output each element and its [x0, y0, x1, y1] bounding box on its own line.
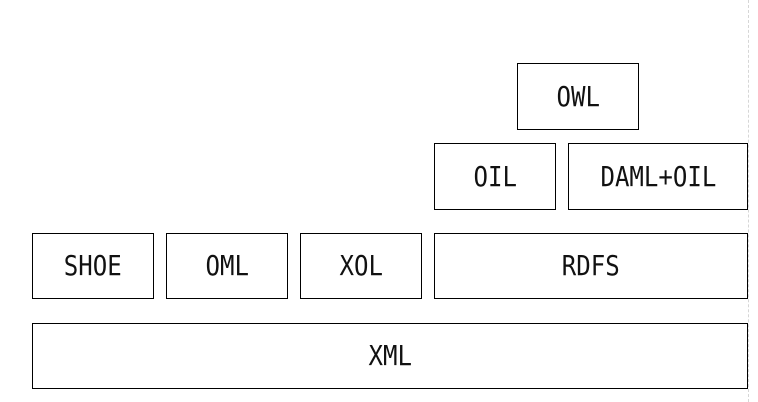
rdfs-label: RDFS [562, 249, 620, 282]
edge-guide-line [748, 0, 749, 402]
rdfs-box: RDFS [434, 233, 748, 299]
oml-box: OML [166, 233, 288, 299]
oil-box: OIL [434, 143, 556, 210]
xml-label: XML [368, 339, 412, 372]
oil-label: OIL [473, 159, 517, 193]
daml-oil-box: DAML+OIL [568, 143, 748, 210]
owl-box: OWL [517, 63, 639, 130]
daml-oil-label: DAML+OIL [600, 159, 716, 193]
owl-label: OWL [556, 79, 600, 113]
xol-label: XOL [339, 249, 383, 282]
shoe-box: SHOE [32, 233, 154, 299]
shoe-label: SHOE [64, 249, 122, 282]
xol-box: XOL [300, 233, 422, 299]
xml-box: XML [32, 323, 748, 389]
oml-label: OML [205, 249, 249, 282]
